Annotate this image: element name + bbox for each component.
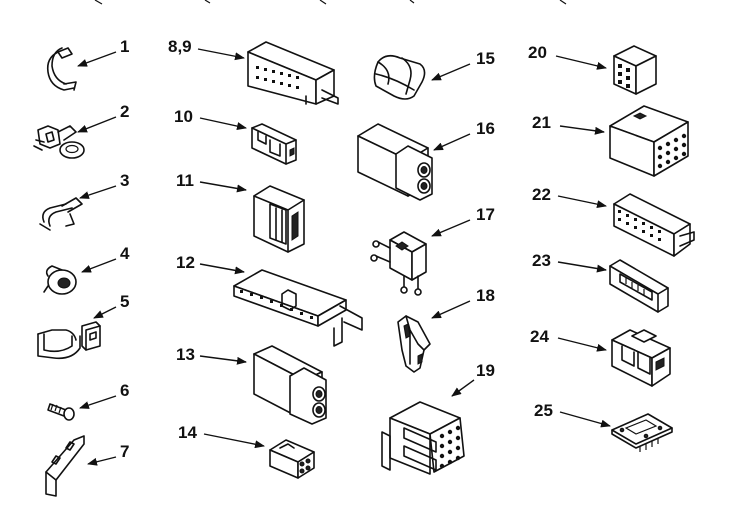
clamp-icon: [33, 125, 85, 159]
connector-icon: [251, 123, 297, 165]
part-7[interactable]: 7: [45, 435, 129, 497]
connector-housing-icon: [613, 193, 695, 257]
multi-pin-connector-icon: [381, 401, 465, 475]
leader-arrow: [433, 133, 471, 151]
part-2[interactable]: 2: [33, 102, 129, 159]
leader-arrow: [199, 355, 247, 365]
part-label-5: 5: [120, 292, 129, 311]
part-6[interactable]: 6: [47, 381, 129, 421]
leader-arrow: [559, 125, 605, 135]
connector-icon: [611, 329, 671, 387]
cable-clamp-icon: [37, 321, 101, 360]
leader-arrow: [79, 395, 117, 409]
part-20[interactable]: 20: [528, 43, 657, 95]
part-16[interactable]: 16: [357, 119, 495, 201]
part-label-2: 2: [120, 102, 129, 121]
leader-arrow: [431, 63, 471, 81]
part-label-12: 12: [176, 253, 195, 272]
part-label-6: 6: [120, 381, 129, 400]
clip-icon: [46, 47, 77, 91]
part-13[interactable]: 13: [176, 345, 327, 425]
leader-arrow: [81, 258, 117, 273]
leader-arrow: [557, 261, 607, 273]
bushing-icon: [43, 265, 77, 295]
part-label-1: 1: [120, 37, 129, 56]
leader-arrow: [431, 300, 471, 319]
leader-arrow: [559, 411, 611, 428]
leader-arrow: [451, 379, 475, 397]
part-label-19: 19: [476, 361, 495, 380]
part-12[interactable]: 12: [176, 253, 363, 347]
d-connector-icon: [609, 259, 669, 313]
leader-arrow: [79, 185, 117, 199]
part-label-10: 10: [174, 107, 193, 126]
leader-arrow: [555, 55, 607, 70]
screw-icon: [47, 403, 75, 421]
housing-12-pin-icon: [609, 105, 689, 177]
leader-arrow: [77, 51, 117, 67]
part-17[interactable]: 17: [370, 205, 495, 296]
leader-arrow: [557, 195, 607, 209]
part-15[interactable]: 15: [373, 49, 495, 100]
wire-clip-icon: [39, 197, 83, 231]
part-label-13: 13: [176, 345, 195, 364]
part-1[interactable]: 1: [46, 37, 130, 91]
leader-arrow: [93, 306, 117, 319]
part-label-23: 23: [532, 251, 551, 270]
part-label-4: 4: [120, 244, 130, 263]
part-10[interactable]: 10: [174, 107, 297, 165]
leader-arrow: [77, 116, 117, 133]
leader-arrow: [197, 48, 245, 61]
part-8-9[interactable]: 8,9: [168, 37, 339, 105]
leader-arrow: [199, 117, 247, 130]
part-label-20: 20: [528, 43, 547, 62]
part-label-8-9: 8,9: [168, 37, 192, 56]
connector-icon: [253, 185, 305, 253]
part-24[interactable]: 24: [530, 327, 671, 387]
part-label-3: 3: [120, 171, 129, 190]
part-22[interactable]: 22: [532, 185, 695, 257]
part-11[interactable]: 11: [176, 171, 305, 253]
leader-arrow: [431, 219, 471, 237]
plug-icon: [269, 439, 315, 479]
part-label-11: 11: [176, 171, 194, 190]
part-19[interactable]: 19: [381, 361, 495, 475]
leader-arrow: [557, 337, 607, 352]
part-label-18: 18: [476, 286, 495, 305]
part-label-17: 17: [476, 205, 495, 224]
connector-block-icon: [357, 123, 433, 201]
part-label-7: 7: [120, 442, 129, 461]
part-5[interactable]: 5: [37, 292, 129, 360]
part-label-16: 16: [476, 119, 495, 138]
part-14[interactable]: 14: [178, 423, 315, 479]
leader-arrow: [87, 456, 117, 466]
circuit-board-icon: [611, 413, 673, 452]
cropped-edge-lines: [94, 0, 567, 5]
part-label-25: 25: [534, 401, 553, 420]
bracket-icon: [45, 435, 85, 497]
leader-arrow: [199, 263, 245, 275]
part-label-22: 22: [532, 185, 551, 204]
leader-arrow: [199, 181, 247, 193]
connector-housing-icon: [247, 41, 339, 105]
part-3[interactable]: 3: [39, 171, 129, 231]
part-label-21: 21: [532, 113, 551, 132]
part-21[interactable]: 21: [532, 105, 689, 177]
part-25[interactable]: 25: [534, 401, 673, 452]
terminal-block-icon: [370, 231, 427, 296]
part-label-24: 24: [530, 327, 549, 346]
part-4[interactable]: 4: [43, 244, 130, 295]
part-23[interactable]: 23: [532, 251, 669, 313]
leader-arrow: [203, 433, 265, 449]
part-label-14: 14: [178, 423, 197, 442]
sleeve-icon: [373, 54, 426, 100]
terminal-strip-icon: [233, 269, 363, 347]
connector-block-icon: [253, 345, 327, 425]
part-label-15: 15: [476, 49, 495, 68]
part-18[interactable]: 18: [397, 286, 495, 373]
small-housing-icon: [613, 45, 657, 95]
latch-icon: [397, 315, 431, 373]
